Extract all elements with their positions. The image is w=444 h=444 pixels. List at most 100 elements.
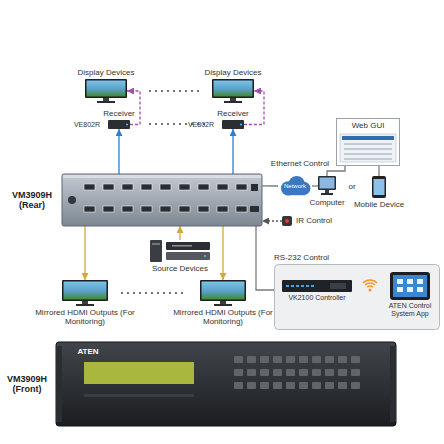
hdmi-port — [84, 184, 95, 190]
device-label: ATEN Control System App — [379, 302, 441, 318]
front-button — [338, 382, 347, 389]
receiver-icon — [108, 120, 130, 129]
monitor-stand — [220, 301, 226, 304]
receiver-unit: ReceiverVE802R — [108, 120, 130, 129]
front-button — [260, 356, 269, 363]
source-devices: Source Devices — [150, 240, 210, 262]
tower-drive — [152, 243, 160, 245]
front-button — [247, 382, 256, 389]
front-button — [234, 382, 243, 389]
gui-row — [344, 158, 392, 160]
rack-led — [291, 285, 294, 287]
rack-led — [286, 285, 289, 287]
chassis-ridge — [63, 175, 261, 178]
wifi-dot — [369, 289, 372, 292]
connector-line — [118, 129, 119, 174]
connector-line — [222, 226, 223, 280]
app-tile — [417, 287, 423, 292]
player-box — [166, 252, 210, 260]
rack-display — [330, 283, 346, 289]
hdmi-port — [217, 206, 228, 212]
display-device: Display Devices — [212, 79, 254, 103]
connector-line — [232, 129, 233, 174]
model-name: VE802R — [70, 120, 104, 128]
monitor-display: Mirrored HDMI Outputs (For Monitoring) — [200, 280, 246, 306]
status-led — [126, 124, 128, 126]
receiver-body — [222, 120, 244, 129]
hdmi-port — [217, 184, 228, 190]
matrix-rear-panel: VM3909H (Rear) — [62, 174, 262, 226]
ir-icon — [282, 216, 292, 226]
front-button — [299, 382, 308, 389]
rack-led — [301, 285, 304, 287]
status-led — [240, 124, 242, 126]
gui-row — [344, 148, 392, 150]
rear-icon — [62, 174, 262, 226]
hdmi-port — [122, 206, 133, 212]
device-label: Mirrored HDMI Outputs (For Monitoring) — [173, 308, 273, 326]
ir-receiver: IR Control — [282, 216, 292, 226]
connector-line — [262, 220, 282, 221]
monitor-stand — [230, 98, 236, 101]
rack-icon — [282, 280, 352, 292]
device-title: VM3909H (Rear) — [6, 190, 58, 211]
chassis-front — [56, 342, 396, 426]
front-button — [273, 369, 282, 376]
web-gui-panel: Web GUI — [336, 118, 400, 166]
hdmi-port — [160, 206, 171, 212]
monitor-base — [76, 304, 94, 306]
front-button — [312, 382, 321, 389]
tablet-screen — [393, 275, 427, 297]
ellipsis-dots — [122, 292, 188, 294]
front-button — [234, 369, 243, 376]
player-slot — [172, 245, 192, 247]
front-button — [351, 382, 360, 389]
hdmi-port — [141, 184, 152, 190]
front-button — [273, 356, 282, 363]
computer-bezel — [318, 176, 336, 190]
connector-line — [127, 91, 140, 125]
device-title: VM3909H (Front) — [2, 374, 52, 395]
hdmi-port — [160, 184, 171, 190]
monitor-base — [97, 101, 115, 103]
wifi-arc — [367, 286, 373, 287]
connector-line — [179, 226, 180, 240]
rack-led — [306, 285, 309, 287]
control-label: RS-232 Control — [274, 253, 364, 262]
computer-icon — [318, 176, 336, 196]
panel-ground — [275, 265, 440, 330]
lcd-display — [84, 362, 194, 384]
front-button — [260, 369, 269, 376]
monitor-display: Mirrored HDMI Outputs (For Monitoring) — [62, 280, 108, 306]
conjunction-text: or — [348, 182, 355, 191]
computer-screen — [320, 178, 335, 189]
monitor-screen — [87, 81, 126, 97]
front-button — [247, 356, 256, 363]
device-label: Mobile Device — [348, 200, 410, 209]
cloud-label: Network — [284, 183, 306, 190]
ir-body — [282, 216, 292, 226]
hdmi-port — [103, 184, 114, 190]
ethernet-port — [251, 184, 258, 191]
receiver-body — [108, 120, 130, 129]
ir-lens — [285, 219, 289, 223]
front-button — [351, 356, 360, 363]
wifi-arc — [365, 283, 375, 285]
app-tile — [397, 287, 403, 292]
pc-tower — [150, 240, 162, 262]
sources-icon — [150, 240, 210, 262]
hdmi-port — [198, 206, 209, 212]
monitor-icon — [200, 280, 246, 306]
wifi-arc — [363, 280, 377, 283]
power-socket — [68, 196, 76, 204]
tablet-icon — [390, 272, 430, 300]
gui-row — [344, 143, 392, 145]
device-label: Source Devices — [144, 264, 216, 273]
gui-titlebar — [342, 136, 394, 140]
monitor-screen — [214, 81, 253, 97]
app-tile — [407, 279, 413, 284]
front-button — [299, 369, 308, 376]
connector-line — [378, 166, 379, 176]
hdmi-port — [236, 206, 247, 212]
